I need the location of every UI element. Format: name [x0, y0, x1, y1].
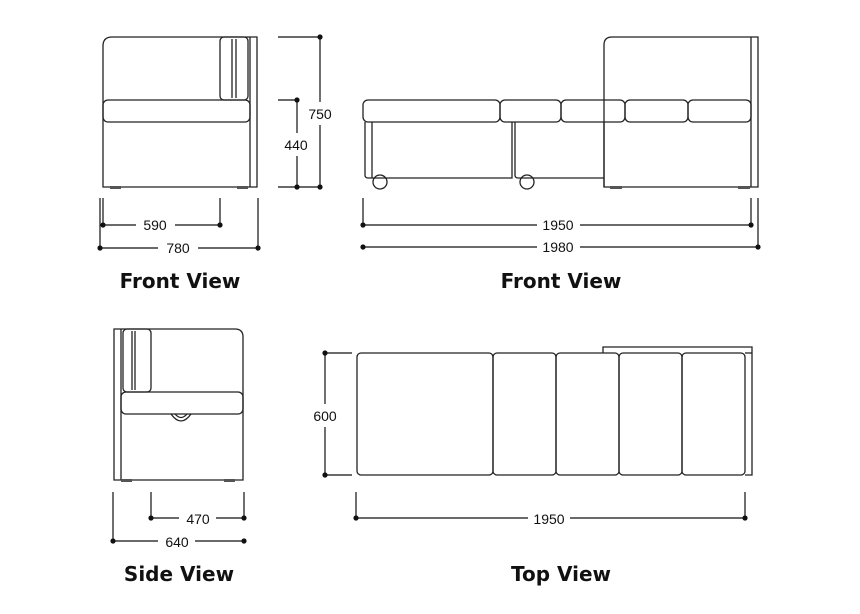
dim-590: 590 — [100, 198, 223, 233]
dim-600: 600 — [313, 350, 352, 478]
dim-470: 470 — [148, 492, 247, 527]
side-view: 470 640 Side View — [110, 328, 247, 586]
dim-label-470: 470 — [186, 511, 210, 527]
sofa-front-large-outline — [362, 36, 759, 190]
dim-440: 440 — [278, 97, 308, 190]
caption-side-view: Side View — [124, 562, 234, 586]
caption-top-view: Top View — [511, 562, 611, 586]
dim-label-1980: 1980 — [542, 239, 573, 255]
sofa-side-outline — [113, 328, 244, 482]
dim-label-590: 590 — [143, 217, 167, 233]
sofa-top-outline — [356, 346, 753, 476]
dim-label-750: 750 — [308, 106, 332, 122]
dim-label-780: 780 — [166, 240, 190, 256]
dim-1950-top: 1950 — [353, 492, 748, 527]
top-view: 600 1950 Top View — [313, 346, 753, 586]
dim-label-600: 600 — [313, 408, 337, 424]
front-view-large: 1950 1980 Front View — [360, 36, 761, 293]
dim-640: 640 — [110, 492, 247, 550]
caption-front-view-large: Front View — [501, 269, 622, 293]
dim-750: 750 — [278, 34, 332, 190]
dim-780: 780 — [97, 198, 261, 256]
sofa-front-small-outline — [102, 36, 258, 189]
dim-1950-front: 1950 — [360, 198, 754, 233]
dim-label-1950-front: 1950 — [542, 217, 573, 233]
dim-label-440: 440 — [284, 137, 308, 153]
front-view-small: 590 780 750 440 Front Vi — [97, 34, 332, 293]
dim-1980: 1980 — [360, 198, 761, 255]
dim-label-1950-top: 1950 — [533, 511, 564, 527]
dim-label-640: 640 — [165, 534, 189, 550]
caption-front-view-small: Front View — [120, 269, 241, 293]
